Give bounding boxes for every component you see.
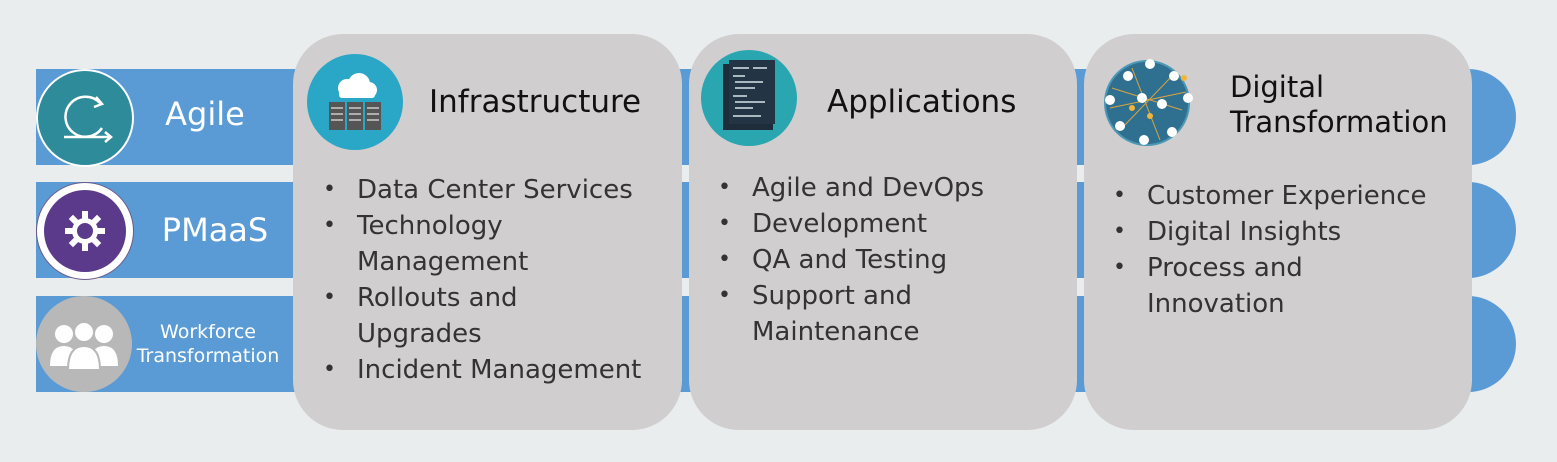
digital-title-line2: Transformation [1230, 105, 1448, 139]
applications-icon-circle [701, 50, 797, 146]
digital-transformation-card: Digital Transformation •Customer Experie… [1084, 34, 1472, 430]
people-group-icon [50, 321, 118, 371]
list-item: •Digital Insights [1113, 217, 1342, 247]
digital-title-line1: Digital [1230, 70, 1325, 104]
pmaas-label: PMaaS [161, 211, 269, 249]
list-item: •QA and Testing [718, 245, 948, 275]
list-item: •Incident Management [323, 355, 642, 385]
workforce-label: Workforce Transformation [132, 320, 284, 368]
agile-circle [36, 69, 134, 167]
list-item: •Data Center Services [323, 175, 633, 205]
cloud-server-icon [329, 73, 381, 130]
list-item: •Customer Experience [1113, 181, 1427, 211]
workforce-label-line1: Workforce [160, 321, 256, 343]
digital-transformation-list: •Customer Experience •Digital Insights •… [1113, 178, 1467, 322]
workforce-label-line2: Transformation [136, 345, 280, 367]
agile-cycle-icon [64, 95, 113, 143]
applications-list: •Agile and DevOps •Development •QA and T… [718, 170, 1072, 350]
infrastructure-title: Infrastructure [429, 84, 642, 120]
infrastructure-card: Infrastructure •Data Center Services •Te… [293, 34, 682, 430]
network-globe-icon [1104, 59, 1193, 146]
infrastructure-icon-circle [307, 54, 403, 150]
list-item: •Development [718, 209, 928, 239]
applications-card: Applications •Agile and DevOps •Developm… [689, 34, 1077, 430]
digital-icon-circle [1098, 54, 1194, 150]
applications-title: Applications [827, 84, 1017, 120]
workforce-circle [36, 296, 132, 392]
agile-label: Agile [165, 95, 245, 133]
pmaas-circle [36, 182, 134, 280]
gear-icon [65, 211, 105, 251]
digital-transformation-title: Digital Transformation [1230, 70, 1448, 140]
code-window-icon [723, 60, 775, 130]
list-item: •Agile and DevOps [718, 173, 985, 203]
